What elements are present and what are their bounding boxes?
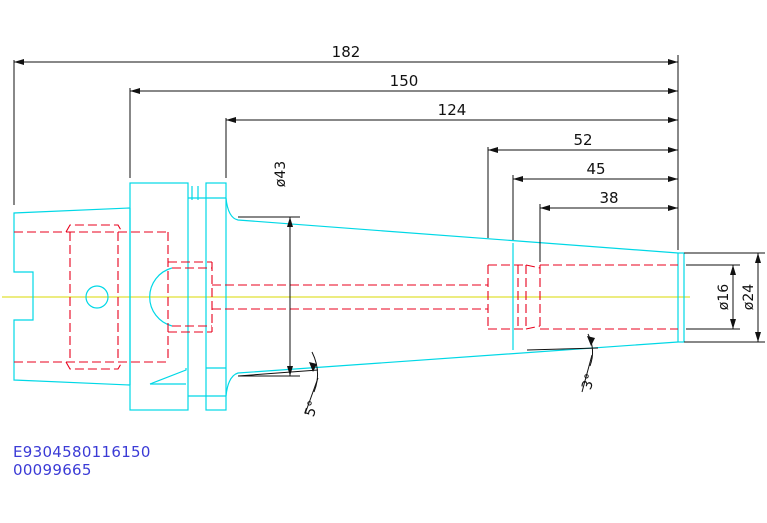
hidden-lines	[14, 224, 678, 370]
dia-24-label: ø24	[741, 284, 757, 310]
dim-38-label: 38	[599, 189, 618, 207]
angle-3-label: 3°	[579, 372, 599, 392]
dimension-arrows	[14, 59, 761, 376]
holder-outline	[13, 182, 685, 411]
angle-5-label: 5°	[302, 399, 322, 419]
dimension-labels: 182 150 124 52 45 38 ø43 ø16 ø24 5° 3°	[273, 43, 757, 419]
dia-16-label: ø16	[716, 284, 732, 310]
part-code: E9304580116150	[13, 443, 151, 461]
dim-45-label: 45	[586, 160, 605, 178]
dim-182-label: 182	[332, 43, 361, 61]
dimension-lines	[13, 55, 765, 415]
dim-150-label: 150	[390, 72, 419, 90]
dia-43-label: ø43	[273, 161, 289, 187]
dim-52-label: 52	[573, 131, 592, 149]
order-code: 00099665	[13, 461, 92, 479]
dim-124-label: 124	[438, 101, 467, 119]
